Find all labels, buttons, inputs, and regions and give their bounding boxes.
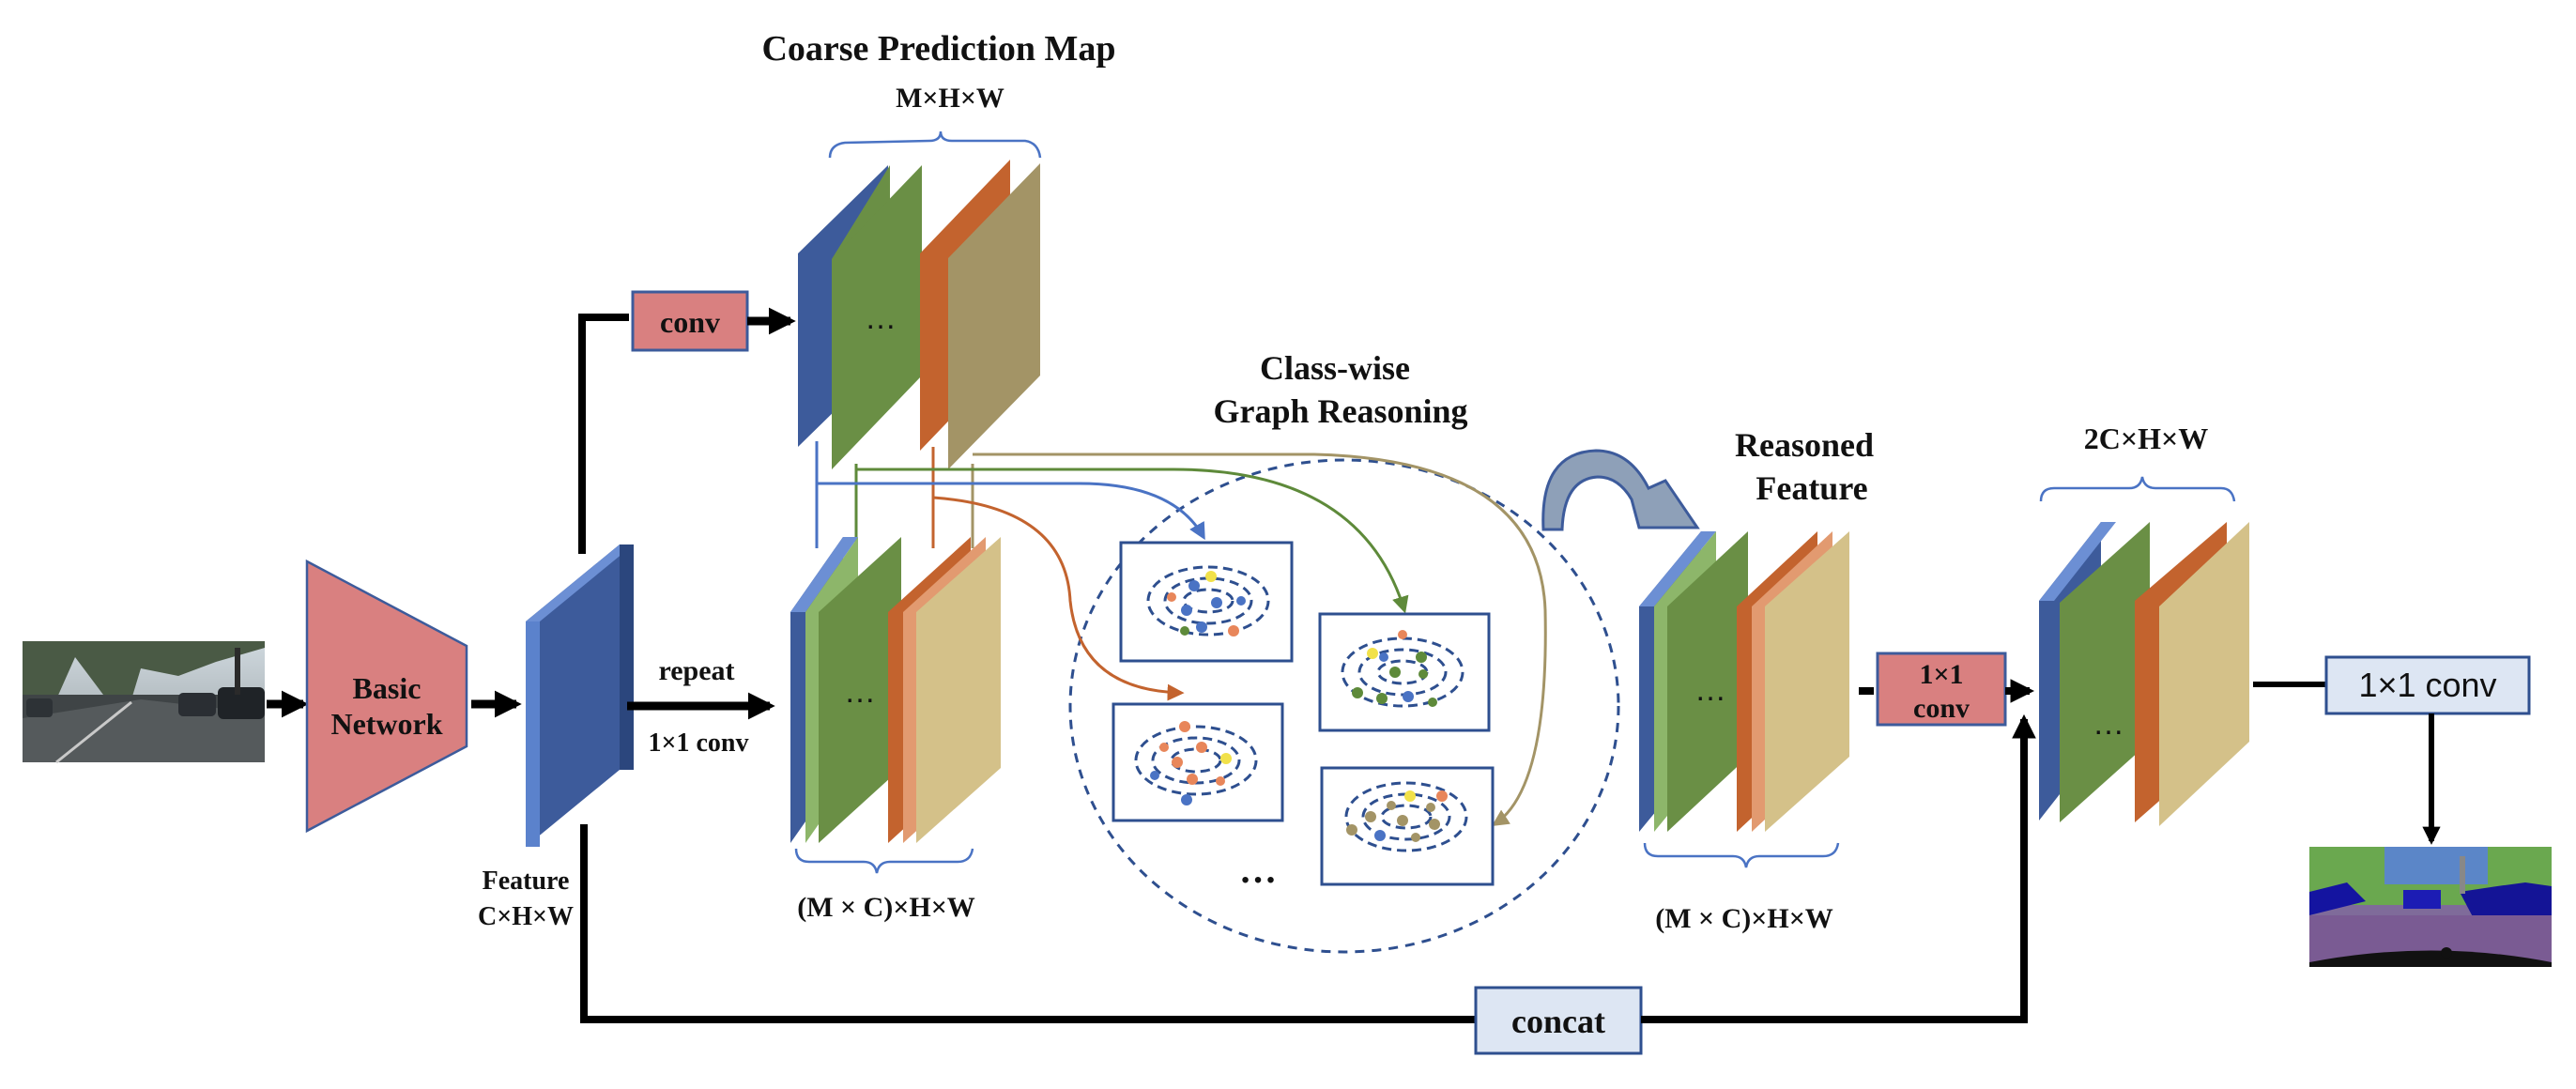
- final-conv-label: 1×1 conv: [2358, 666, 2496, 704]
- concat-stack-dims: 2C×H×W: [2084, 422, 2208, 455]
- concat-stack-brace: [2039, 476, 2236, 502]
- reasoned-stack-ellipsis: …: [1694, 672, 1726, 708]
- concat-feature-stack: [2039, 522, 2249, 826]
- graph-ellipsis: …: [1239, 849, 1277, 891]
- repeated-stack-ellipsis: …: [844, 674, 876, 710]
- basic-network-label-line1: Basic: [353, 671, 422, 705]
- coarse-map-ellipsis: …: [865, 300, 897, 336]
- street-photo-icon: [23, 641, 265, 764]
- graph-reasoning-circle: [1068, 458, 1620, 954]
- coarse-map-dims: M×H×W: [896, 83, 1004, 114]
- graph-box-4: [1320, 766, 1495, 886]
- basic-network-label-line2: Network: [330, 707, 442, 741]
- conv-1x1-box-line2: conv: [1913, 693, 1970, 724]
- coarse-map-title: Coarse Prediction Map: [761, 29, 1115, 69]
- reasoned-stack-dims: (M × C)×H×W: [1655, 903, 1833, 934]
- curved-arrow-icon: [1541, 449, 1700, 531]
- conv-box: [631, 290, 749, 352]
- repeat-conv-label: 1×1 conv: [649, 729, 749, 758]
- concat-stack-ellipsis: …: [2093, 706, 2124, 742]
- repeated-stack-brace: [794, 848, 974, 874]
- graph-reasoning-title-line2: Graph Reasoning: [1213, 392, 1467, 430]
- feature-block: [526, 544, 634, 847]
- concat-label: concat: [1511, 1003, 1605, 1040]
- conv-1x1-box-line1: 1×1: [1919, 659, 1963, 690]
- feature-label-line1: Feature: [483, 867, 570, 896]
- repeated-feature-stack: [790, 537, 1001, 843]
- graph-box-3: [1112, 702, 1284, 822]
- reasoned-feature-stack: [1639, 531, 1849, 832]
- coarse-map-brace: [828, 130, 1042, 159]
- reasoned-stack-brace: [1643, 842, 1840, 868]
- repeated-stack-dims: (M × C)×H×W: [797, 892, 975, 923]
- conv-1x1-box: [1876, 652, 2007, 727]
- feature-label-line2: C×H×W: [478, 902, 574, 931]
- coarse-map-stack: [798, 160, 1040, 469]
- graph-reasoning-title-line1: Class-wise: [1260, 349, 1410, 387]
- conv-label: conv: [660, 305, 720, 339]
- reasoned-feature-title-line1: Reasoned: [1735, 426, 1874, 464]
- graph-box-2: [1318, 612, 1491, 732]
- basic-network-block: [305, 559, 468, 834]
- repeat-label: repeat: [658, 655, 734, 686]
- reasoned-feature-title-line2: Feature: [1756, 469, 1867, 507]
- final-conv-box: [2324, 655, 2531, 715]
- graph-box-1: [1119, 541, 1294, 663]
- segmentation-map-icon: [2309, 847, 2552, 967]
